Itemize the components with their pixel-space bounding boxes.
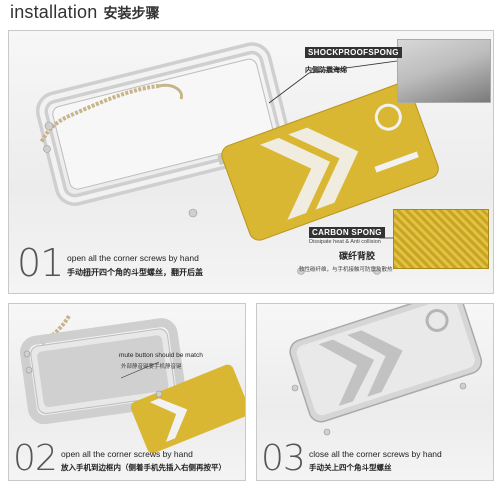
title-chinese: 安装步骤	[103, 5, 160, 21]
corner-screws	[43, 121, 381, 278]
carbon-cn: 碳纤背胶	[339, 251, 376, 261]
step-number: 03	[261, 438, 306, 479]
step-number: 02	[13, 438, 58, 479]
step-2-panel: mute button should be match 外部静音键要手机静音键 …	[8, 303, 246, 481]
assembled-case	[289, 304, 483, 423]
shockproof-cn: 内侧防震海绵	[305, 67, 347, 74]
corner-screws	[23, 350, 163, 398]
phone-in-frame	[20, 318, 186, 425]
carbon-sponge-photo	[393, 209, 489, 269]
lanyard-rope	[39, 84, 160, 144]
step-instruction-cn: 手动关上四个角斗型螺丝	[309, 463, 392, 472]
step-2-illustration	[20, 314, 245, 454]
step-1-panel: SHOCKPROOFSPONG 内侧防震海绵 CARBON SPONG Diss…	[8, 30, 494, 294]
carbon-note: 软性碳纤维，与手机接触可防震及散热	[299, 267, 393, 273]
shockproof-sponge-photo	[397, 39, 491, 103]
step-instruction-en: close all the corner screws by hand	[309, 449, 442, 459]
step-3-illustration	[289, 304, 483, 436]
mute-note-en: mute button should be match	[119, 352, 203, 359]
step-instruction-en: open all the corner screws by hand	[67, 253, 199, 263]
step-1-illustration	[35, 42, 439, 278]
lanyard-rope	[39, 314, 71, 346]
title-english: installation	[10, 2, 98, 22]
step-instruction-cn: 手动扭开四个角的斗型螺丝，翻开后盖	[67, 268, 203, 277]
mute-note-cn: 外部静音键要手机静音键	[121, 364, 182, 370]
gold-back-plate	[130, 364, 245, 454]
page-title: installation 安装步骤	[10, 2, 159, 26]
corner-screws	[291, 382, 467, 436]
gold-back-plate	[221, 82, 439, 241]
step-number: 01	[17, 241, 64, 285]
shockproof-title: SHOCKPROOFSPONG	[305, 47, 402, 58]
step-3-panel: 03 close all the corner screws by hand 手…	[256, 303, 494, 481]
step-instruction-en: open all the corner screws by hand	[61, 449, 193, 459]
step-instruction-cn: 放入手机到边框内（侧着手机先插入右侧再按平）	[61, 463, 226, 472]
carbon-subtitle: Dissipate heat & Anti collision	[309, 239, 381, 245]
carbon-title: CARBON SPONG	[309, 227, 385, 238]
